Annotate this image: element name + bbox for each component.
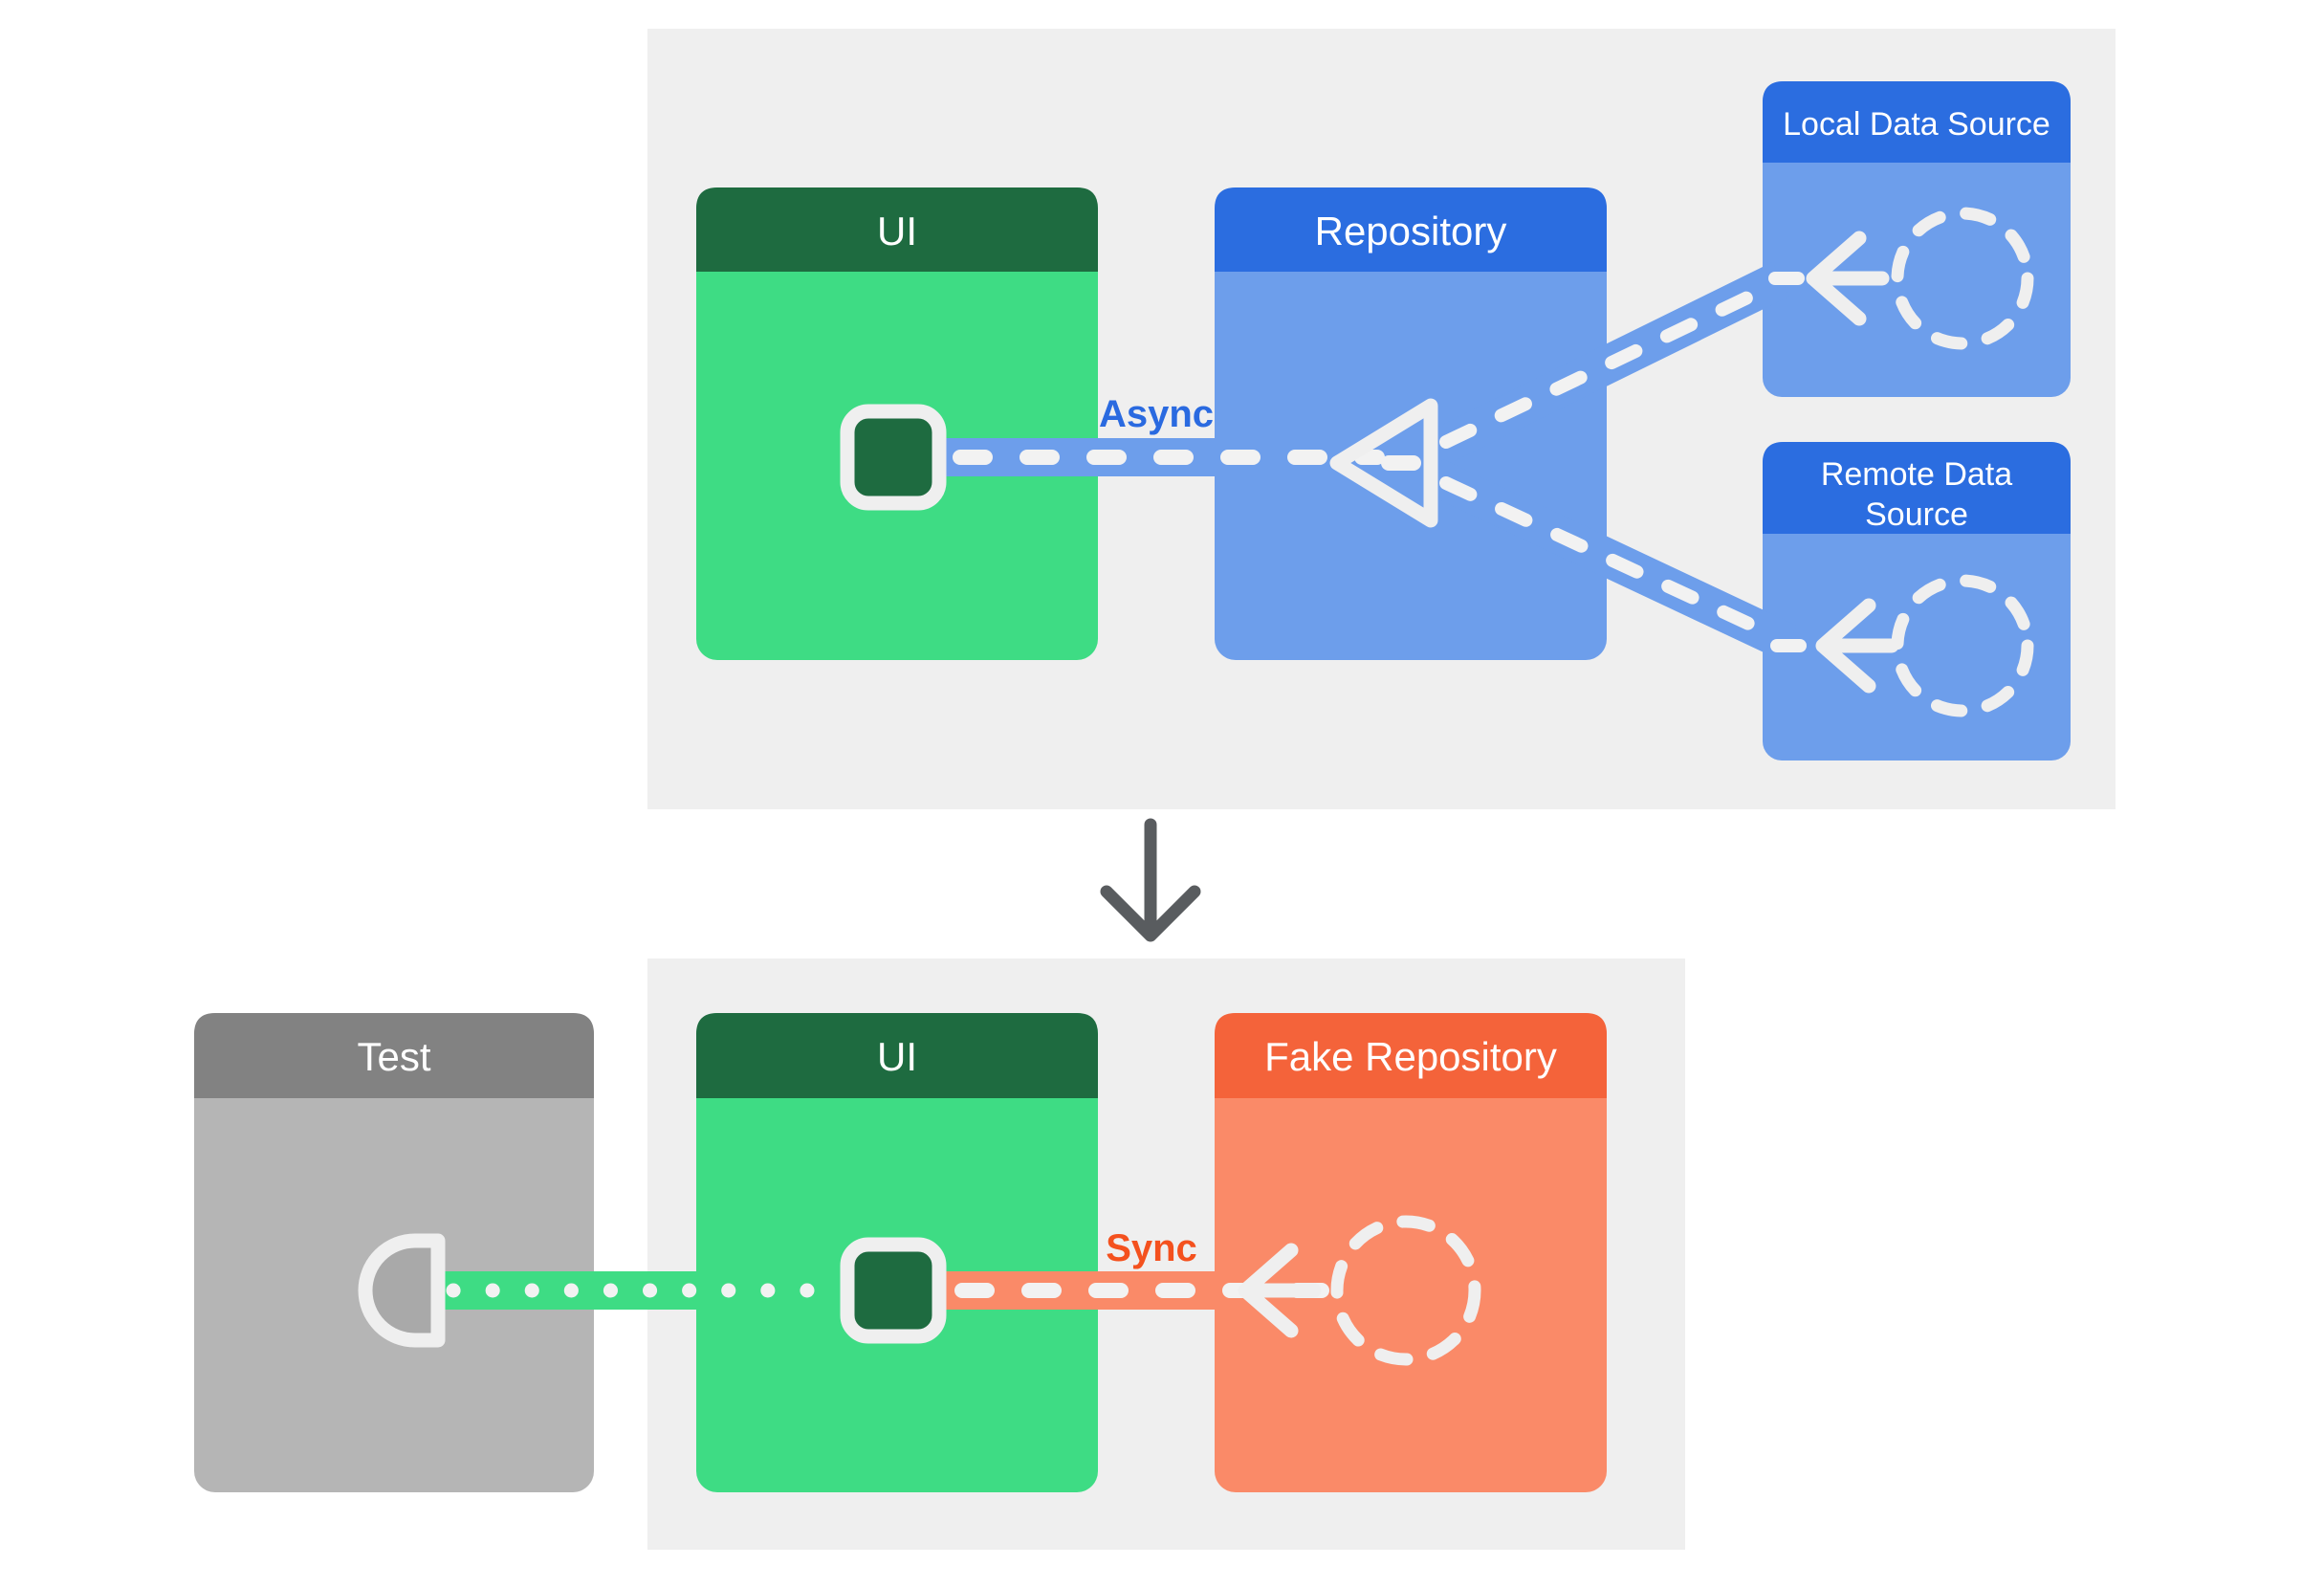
merge-triangle-icon bbox=[1329, 398, 1438, 528]
down-arrow-head bbox=[1100, 885, 1201, 942]
remote-data-source-icon bbox=[1815, 574, 2034, 717]
repository-box-title: Repository bbox=[1315, 209, 1507, 253]
ui-box-bottom-title: UI bbox=[877, 1034, 917, 1079]
remote-left-arrow-icon bbox=[1815, 598, 1876, 694]
top-diagram: UI Repository Local Data Source Remote D… bbox=[647, 29, 2116, 809]
fake-repository-body bbox=[1215, 1013, 1607, 1492]
test-box-title: Test bbox=[357, 1034, 430, 1079]
local-dashed-circle-icon bbox=[1891, 207, 2034, 350]
fake-repository-header bbox=[1215, 1013, 1607, 1098]
local-data-source-box: Local Data Source bbox=[1763, 81, 2071, 397]
remote-data-source-title-line2: Source bbox=[1865, 496, 1968, 533]
fake-left-arrow-icon bbox=[1238, 1243, 1299, 1338]
test-band-green bbox=[432, 1271, 849, 1310]
ui-box-top-header bbox=[696, 187, 1098, 272]
repository-box-header bbox=[1215, 187, 1607, 272]
async-dashes-to-remote bbox=[1439, 476, 1776, 640]
ui-state-node-top bbox=[840, 404, 947, 511]
remote-data-source-title-line1: Remote Data bbox=[1821, 456, 2012, 493]
local-data-source-icon bbox=[1806, 207, 2034, 350]
fake-repository-box: Fake Repository bbox=[1215, 1013, 1607, 1492]
fake-repository-icon bbox=[1238, 1215, 1481, 1366]
test-socket-icon bbox=[358, 1233, 446, 1348]
ui-box-bottom-header bbox=[696, 1013, 1098, 1098]
local-data-source-header bbox=[1763, 81, 2071, 163]
remote-data-source-box: Remote Data Source bbox=[1763, 442, 2071, 760]
fake-repository-title: Fake Repository bbox=[1264, 1034, 1557, 1079]
triangle-outline bbox=[1329, 398, 1438, 528]
test-box-header bbox=[194, 1013, 594, 1098]
flow-down-arrow-icon bbox=[1100, 818, 1201, 942]
local-data-source-title: Local Data Source bbox=[1783, 106, 2050, 143]
async-label: Async bbox=[1099, 393, 1214, 435]
bottom-diagram: Test UI Fake Repository bbox=[194, 959, 1685, 1550]
ui-state-node-bottom bbox=[840, 1237, 947, 1344]
local-left-arrow-icon bbox=[1806, 231, 1867, 326]
ui-box-top-title: UI bbox=[877, 209, 917, 253]
async-dashes-to-local bbox=[1439, 282, 1772, 449]
remote-data-source-header bbox=[1763, 442, 2071, 534]
sync-label: Sync bbox=[1106, 1227, 1197, 1269]
fake-dashed-circle-icon bbox=[1330, 1215, 1481, 1366]
